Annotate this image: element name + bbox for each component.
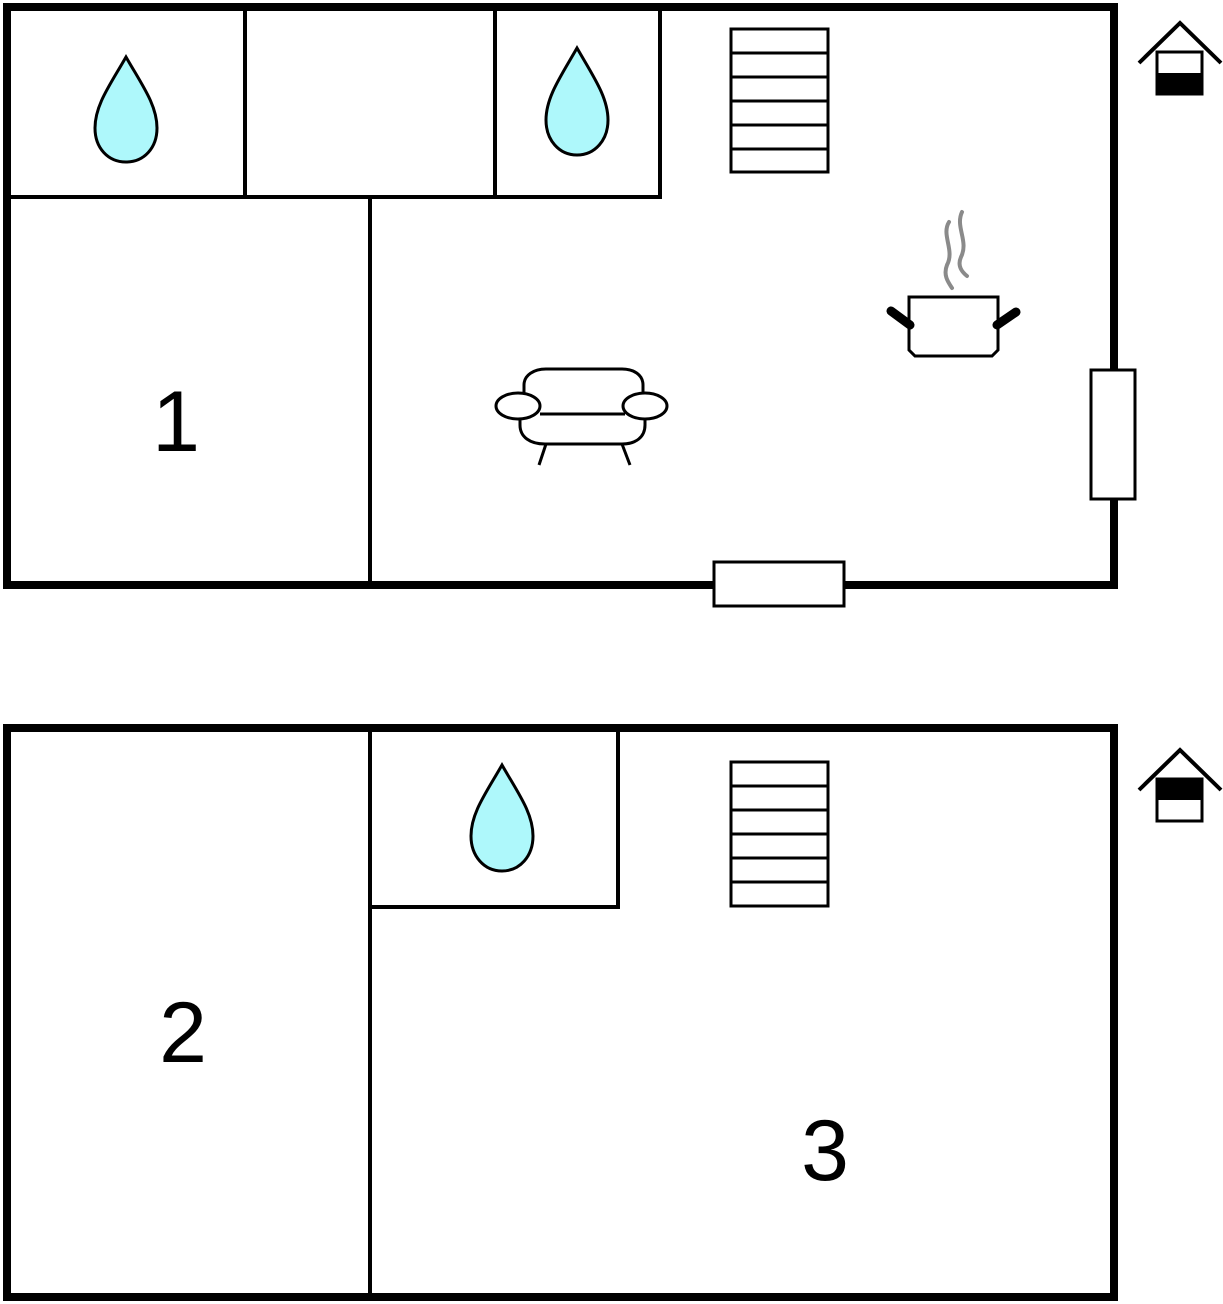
room-label-2: 2 [159,985,207,1081]
upper-floor-outer-wall [3,724,1118,1301]
ground-floor: 1 [3,3,1223,608]
room-label-1: 1 [152,374,200,470]
ground-floor-outer-wall [3,3,1118,589]
kitchen-pot-icon [886,210,1021,358]
house-floor-indicator-icon [1137,747,1223,823]
house-floor-indicator-icon [1137,20,1223,96]
sofa-icon [494,367,669,466]
door-icon [712,560,846,608]
water-drop-icon [93,53,159,164]
stairs-icon [729,760,830,908]
water-drop-icon [544,44,610,157]
window-icon [1089,368,1137,501]
upper-floor: 2 3 [3,724,1223,1301]
room-label-3: 3 [801,1103,849,1199]
water-drop-icon [469,761,535,873]
stairs-icon [729,27,830,174]
